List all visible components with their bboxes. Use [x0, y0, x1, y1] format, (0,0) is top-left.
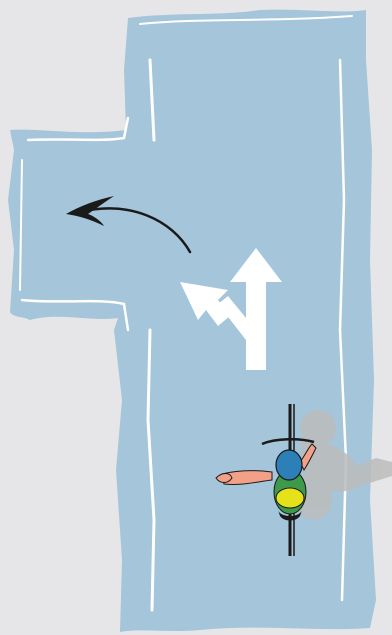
road-intersection-illustration	[0, 0, 392, 635]
scene-canvas	[0, 0, 392, 635]
